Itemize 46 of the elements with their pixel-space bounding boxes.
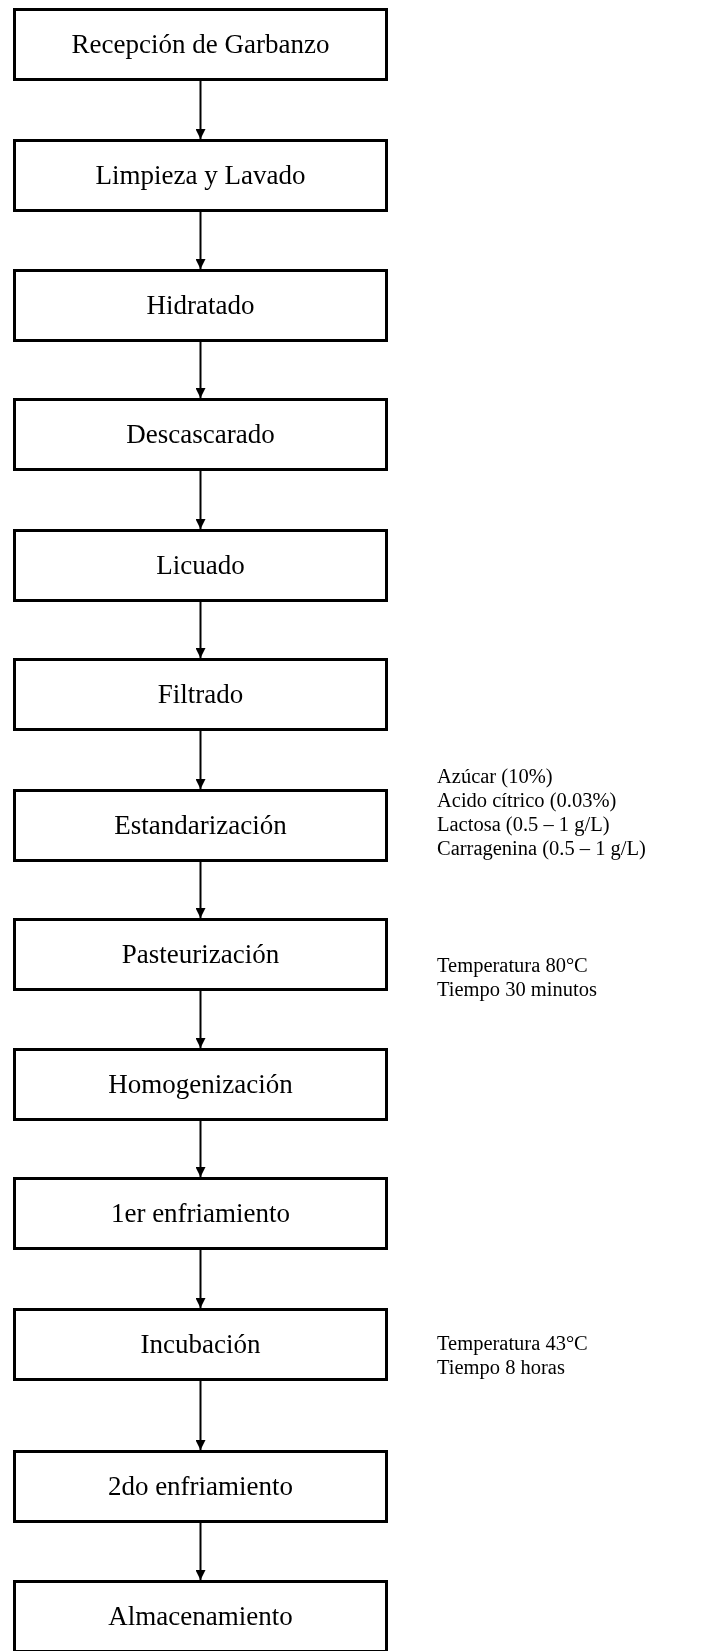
step-label: Incubación [140, 1329, 261, 1360]
step-label: 1er enfriamiento [110, 1198, 291, 1229]
step-note: Azúcar (10%) [437, 763, 554, 788]
step-note: Tiempo 8 horas [437, 1355, 566, 1379]
step-label: Filtrado [157, 679, 244, 710]
arrow [195, 990, 206, 1049]
step-note: Temperatura 80°C [437, 952, 589, 977]
process-box [13, 789, 388, 862]
step-note: Temperatura 43°C [437, 1330, 588, 1355]
process-box [13, 1048, 388, 1121]
arrow [195, 861, 206, 919]
process-box [13, 1308, 388, 1381]
step-label: Almacenamiento [108, 1601, 293, 1632]
step-note: Lactosa (0.5 – 1 g/L) [437, 812, 611, 836]
process-box [13, 139, 388, 212]
process-box [13, 1580, 388, 1651]
step-note: Acido cítrico (0.03%) [437, 788, 618, 812]
arrow [195, 1522, 206, 1581]
process-box [13, 269, 388, 342]
step-label: Estandarización [114, 810, 287, 841]
arrow [195, 601, 206, 659]
step-note: Carragenina (0.5 – 1 g/L) [437, 836, 646, 860]
process-box [13, 1450, 388, 1523]
step-label: Licuado [156, 550, 245, 581]
arrow [195, 1249, 206, 1309]
process-box [13, 8, 388, 81]
arrow [195, 341, 206, 399]
arrow [195, 80, 206, 140]
arrow [195, 211, 206, 270]
process-box [13, 1177, 388, 1250]
step-note: Tiempo 30 minutos [437, 977, 597, 1001]
step-label: Descascarado [126, 419, 275, 450]
step-label: 2do enfriamiento [107, 1471, 294, 1502]
step-label: Limpieza y Lavado [95, 160, 306, 191]
process-box [13, 529, 388, 602]
arrow [195, 1380, 206, 1451]
step-label: Homogenización [108, 1069, 293, 1100]
step-label: Pasteurización [121, 939, 280, 970]
step-label: Hidratado [146, 290, 255, 321]
arrow [195, 470, 206, 530]
process-box [13, 658, 388, 731]
process-box [13, 398, 388, 471]
step-label: Recepción de Garbanzo [71, 29, 330, 60]
arrow [195, 730, 206, 790]
process-box [13, 918, 388, 991]
arrow [195, 1120, 206, 1178]
